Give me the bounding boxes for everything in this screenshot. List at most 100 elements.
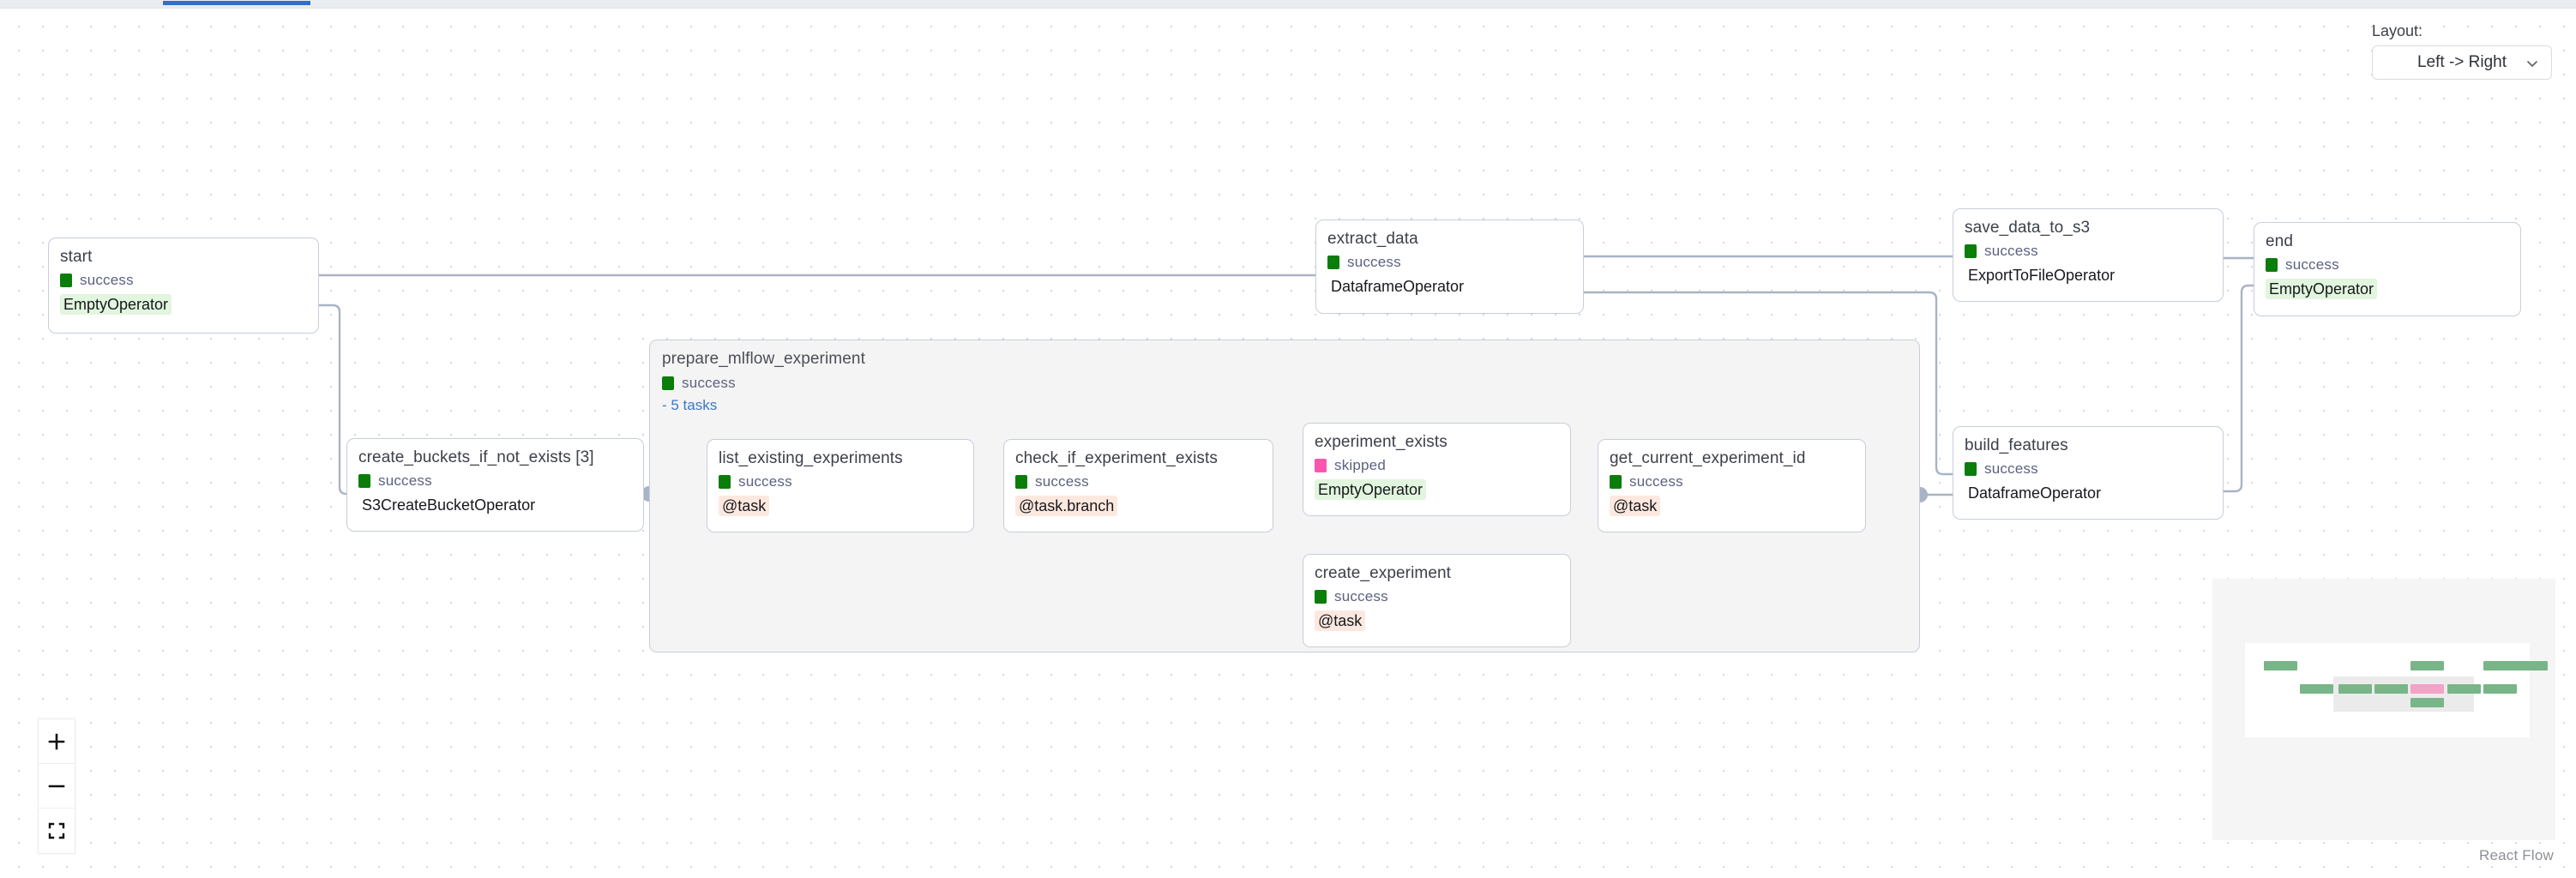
minimap-node [2447, 684, 2481, 694]
zoom-in-button[interactable] [39, 719, 75, 764]
status-square-skipped-icon [1315, 459, 1327, 472]
layout-label: Layout: [2372, 22, 2423, 39]
task-node-title: build_features [1965, 436, 2068, 454]
task-group-status: success [662, 375, 1907, 392]
task-node-operator: @task [1315, 610, 1366, 631]
task-node-operator: @task [719, 496, 770, 516]
task-node-title: extract_data [1327, 230, 1418, 248]
minimap-node [2410, 684, 2444, 694]
zoom-controls [38, 719, 75, 854]
task-node-status-label: success [1984, 243, 2038, 259]
task-node-status: success [2266, 256, 2509, 274]
minimap-node [2374, 684, 2408, 694]
edge-start-create_buckets [319, 304, 347, 496]
minimap-node [2338, 684, 2372, 694]
task-node-title: save_data_to_s3 [1965, 219, 2091, 237]
minimap-node [2264, 661, 2297, 671]
minimap-node [2300, 684, 2333, 694]
layout-select[interactable]: Left -> Right [2372, 45, 2552, 80]
task-node-title: check_if_experiment_exists [1015, 449, 1218, 467]
task-node-title: create_experiment [1315, 564, 1452, 582]
task-node-status-label: success [1347, 254, 1401, 270]
task-node-operator: @task [1610, 496, 1661, 516]
minimap-node [2410, 698, 2444, 707]
minimap-node [2483, 684, 2517, 694]
minus-icon [48, 785, 65, 787]
task-node-status: skipped [1315, 457, 1559, 474]
task-group-tasks-toggle[interactable]: - 5 tasks [662, 397, 718, 413]
task-node-status: success [1015, 473, 1261, 490]
task-node-status-label: success [80, 272, 134, 288]
task-node-status: success [719, 473, 962, 490]
minimap-node [2483, 661, 2517, 671]
task-node-title: create_buckets_if_not_exists [3] [358, 448, 594, 466]
status-square-success-icon [719, 475, 731, 489]
status-square-success-icon [1965, 244, 1977, 258]
task-node-status: success [358, 472, 632, 490]
task-group-header: prepare_mlflow_experiment success - 5 ta… [650, 340, 1919, 414]
graph-canvas[interactable]: prepare_mlflow_experiment success - 5 ta… [0, 9, 2576, 878]
fit-view-button[interactable] [39, 809, 75, 853]
status-square-success-icon [2266, 258, 2278, 272]
status-square-success-icon [1610, 475, 1622, 489]
minimap-group-rect [2333, 677, 2474, 712]
task-node-status: success [1965, 243, 2212, 260]
task-node-status: success [60, 272, 307, 289]
task-group-status-label: success [682, 375, 736, 391]
minimap-node [2410, 661, 2444, 671]
status-square-success-icon [1015, 475, 1027, 489]
task-node-operator: DataframeOperator [1968, 484, 2102, 502]
task-node-status: success [1315, 588, 1559, 605]
chevron-down-icon [2525, 57, 2539, 75]
minimap-viewport[interactable] [2245, 643, 2548, 737]
task-node-operator: EmptyOperator [60, 294, 172, 315]
task-node-status-label: success [738, 473, 792, 490]
task-node-operator: S3CreateBucketOperator [362, 496, 536, 514]
task-node-status-label: success [1334, 588, 1388, 604]
task-node-operator: ExportToFileOperator [1968, 267, 2116, 284]
minimap-node [2514, 661, 2548, 671]
task-node-title: experiment_exists [1315, 433, 1447, 451]
task-node-status-label: success [2285, 256, 2339, 273]
task-node-operator: DataframeOperator [1331, 278, 1465, 295]
minimap[interactable] [2212, 579, 2555, 840]
fit-view-icon [48, 822, 65, 839]
task-node-operator: EmptyOperator [2266, 279, 2378, 299]
task-node-status-label: skipped [1334, 457, 1386, 473]
task-node-status-label: success [1035, 473, 1089, 490]
layout-select-value: Left -> Right [2417, 53, 2507, 71]
status-square-success-icon [358, 474, 370, 488]
task-group-title: prepare_mlflow_experiment [662, 350, 865, 368]
status-square-success-icon [1965, 462, 1977, 476]
task-node-operator: EmptyOperator [1315, 479, 1427, 500]
task-node-status-label: success [378, 472, 432, 489]
task-node-operator: @task.branch [1015, 496, 1118, 516]
task-node-title: end [2266, 232, 2294, 250]
browser-tab-strip [0, 0, 2576, 9]
task-node-title: start [60, 248, 93, 266]
task-node-title: list_existing_experiments [719, 449, 903, 467]
status-square-success-icon [1327, 256, 1339, 269]
task-node-status: success [1327, 254, 1572, 271]
task-node-status-label: success [1984, 460, 2038, 477]
zoom-out-button[interactable] [39, 764, 75, 809]
reactflow-attribution[interactable]: React Flow [2478, 847, 2554, 863]
plus-icon [48, 733, 65, 749]
active-tab-indicator[interactable] [163, 1, 310, 5]
task-node-status: success [1965, 460, 2212, 478]
task-node-status: success [1610, 473, 1854, 490]
edge-build_features-end [2224, 284, 2254, 493]
status-square-success-icon [1315, 590, 1327, 604]
status-square-success-icon [60, 274, 72, 287]
